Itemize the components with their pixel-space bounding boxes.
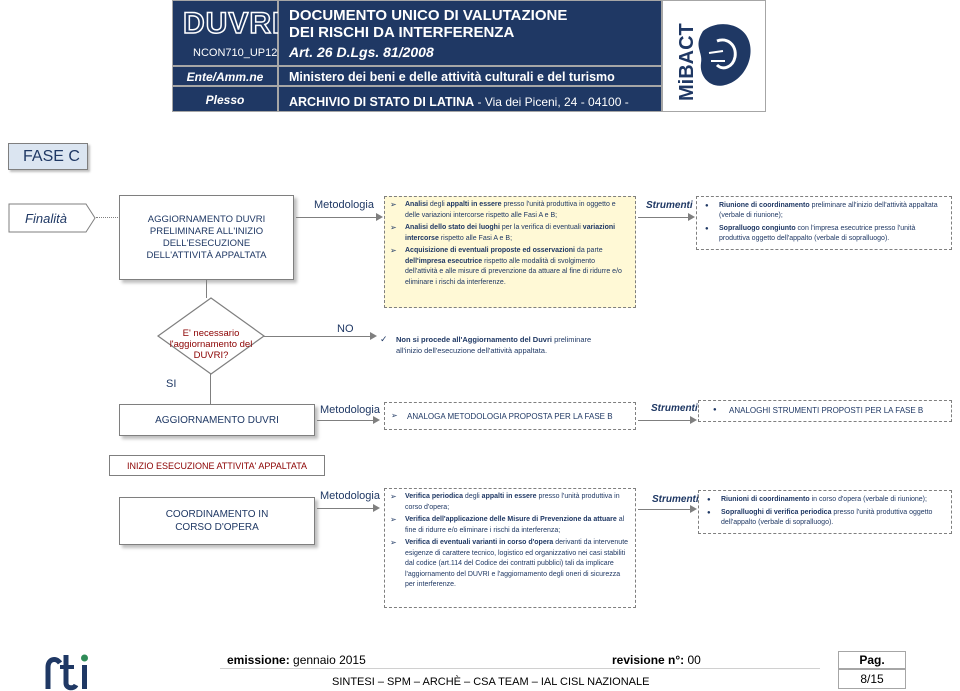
strumenti-list-1: Riunione di coordinamento preliminare al… — [696, 196, 952, 250]
metodologia-text-2: ANALOGA METODOLOGIA PROPOSTA PER LA FASE… — [407, 412, 613, 421]
connector-down-1 — [206, 280, 207, 298]
dotted-connector — [96, 217, 118, 218]
metodologia-list-3: Verifica periodica degli appalti in esse… — [384, 488, 636, 608]
ente-label-cell: Ente/Amm.ne — [172, 66, 278, 86]
header-title-cell: DOCUMENTO UNICO DI VALUTAZIONE DEI RISCH… — [278, 0, 662, 66]
footer-organization: SINTESI – SPM – ARCHÈ – CSA TEAM – IAL C… — [332, 676, 650, 688]
metodologia-label-1: Metodologia — [314, 199, 374, 211]
check-icon: ✓ — [380, 334, 388, 344]
metodologia-box-2: ➢ ANALOGA METODOLOGIA PROPOSTA PER LA FA… — [384, 402, 636, 430]
coordinamento-box: COORDINAMENTO IN CORSO D'OPERA — [119, 497, 315, 545]
list-item: Analisi dello stato dei luoghi per la ve… — [390, 223, 629, 244]
list-item: Sopralluoghi di verifica periodica press… — [707, 508, 945, 528]
arrow-no — [264, 336, 372, 337]
title-line-2: DEI RISCHI DA INTERFERENZA — [289, 24, 515, 41]
list-item: Verifica dell'applicazione delle Misure … — [390, 515, 629, 536]
ente-value-cell: Ministero dei beni e delle attività cult… — [278, 66, 662, 86]
arrow-3 — [317, 420, 375, 421]
arrowhead-no — [370, 332, 377, 340]
finalita-label: Finalità — [25, 211, 67, 226]
header-logo-cell: DUVRI NCON710_UP12 — [172, 0, 282, 66]
list-item: Analisi degli appalti in essere presso l… — [390, 200, 629, 221]
strumenti-label-3: Strumenti — [652, 494, 699, 505]
aggiornamento-duvri-box: AGGIORNAMENTO DUVRI — [119, 404, 315, 436]
si-label: SI — [166, 378, 177, 390]
page-number: 8/15 — [838, 669, 906, 689]
decision-diamond — [156, 297, 266, 375]
list-item: Acquisizione di eventuali proposte ed os… — [390, 246, 629, 288]
arrowhead-5 — [373, 504, 380, 512]
no-outcome: ✓ Non si procede all'Aggiornamento del D… — [380, 334, 592, 355]
plesso-value-cell: ARCHIVIO DI STATO DI LATINA - Via dei Pi… — [278, 86, 662, 127]
plesso-label: Plesso — [205, 93, 245, 107]
arrowhead-6 — [690, 505, 697, 513]
list-item: Riunioni di coordinamento in corso d'ope… — [707, 495, 945, 505]
plesso-value-rest: - Via dei Piceni, 24 - 04100 - Latina — [289, 95, 629, 127]
ente-label: Ente/Amm.ne — [186, 70, 264, 84]
rti-logo — [45, 654, 88, 691]
metodologia-list-1: Analisi degli appalti in essere presso l… — [384, 196, 636, 308]
arrowhead-4 — [690, 416, 697, 424]
arrow-bullet-icon: ➢ — [391, 411, 398, 420]
connector-down-2 — [210, 374, 211, 404]
mibact-logo-cell: MiBACT — [662, 0, 766, 112]
plesso-value-bold: ARCHIVIO DI STATO DI LATINA — [289, 95, 475, 109]
law-reference: Art. 26 D.Lgs. 81/2008 — [289, 44, 434, 60]
page-box-label: Pag. — [838, 651, 906, 669]
metodologia-label-2: Metodologia — [320, 404, 380, 416]
strumenti-label-2: Strumenti — [651, 403, 698, 414]
strumenti-text-2: ANALOGHI STRUMENTI PROPOSTI PER LA FASE … — [729, 406, 924, 415]
arrow-4 — [638, 420, 692, 421]
bullet-icon: ● — [713, 407, 717, 413]
arrow-2 — [638, 217, 690, 218]
revisione: revisione n°: 00 — [612, 653, 701, 667]
arrow-6 — [638, 509, 692, 510]
title-line-1: DOCUMENTO UNICO DI VALUTAZIONE — [289, 7, 568, 24]
aggiornamento-preliminare-box: AGGIORNAMENTO DUVRI PRELIMINARE ALL'INIZ… — [119, 195, 294, 280]
list-item: Verifica periodica degli appalti in esse… — [390, 492, 629, 513]
mibact-text: MiBACT — [676, 23, 698, 101]
no-label: NO — [337, 323, 354, 335]
list-item: Riunione di coordinamento preliminare al… — [705, 201, 945, 221]
document-code: NCON710_UP12 — [193, 47, 278, 59]
finalita-tag: Finalità — [8, 203, 96, 233]
arrowhead-1 — [376, 213, 383, 221]
duvri-logo: DUVRI — [182, 6, 282, 41]
strumenti-box-2: ● ANALOGHI STRUMENTI PROPOSTI PER LA FAS… — [698, 400, 952, 422]
arrowhead-3 — [373, 416, 380, 424]
arrowhead-2 — [688, 213, 695, 221]
plesso-label-cell: Plesso — [172, 86, 278, 112]
strumenti-label-1: Strumenti — [646, 200, 693, 211]
strumenti-list-3: Riunioni di coordinamento in corso d'ope… — [698, 490, 952, 534]
arrow-1 — [296, 217, 378, 218]
decision-question: E' necessario l'aggiornamento del DUVRI? — [169, 328, 253, 361]
footer-line — [220, 668, 820, 669]
list-item: Sopralluogo congiunto con l'impresa esec… — [705, 224, 945, 244]
emissione: emissione: gennaio 2015 — [227, 653, 366, 667]
metodologia-label-3: Metodologia — [320, 490, 380, 502]
phase-title: FASE C — [8, 143, 88, 170]
arrow-5 — [317, 508, 375, 509]
inizio-esecuzione-banner: INIZIO ESECUZIONE ATTIVITA' APPALTATA — [109, 455, 325, 476]
mibact-logo: MiBACT — [676, 23, 751, 101]
list-item: Verifica di eventuali varianti in corso … — [390, 538, 629, 591]
ente-value: Ministero dei beni e delle attività cult… — [289, 70, 615, 84]
